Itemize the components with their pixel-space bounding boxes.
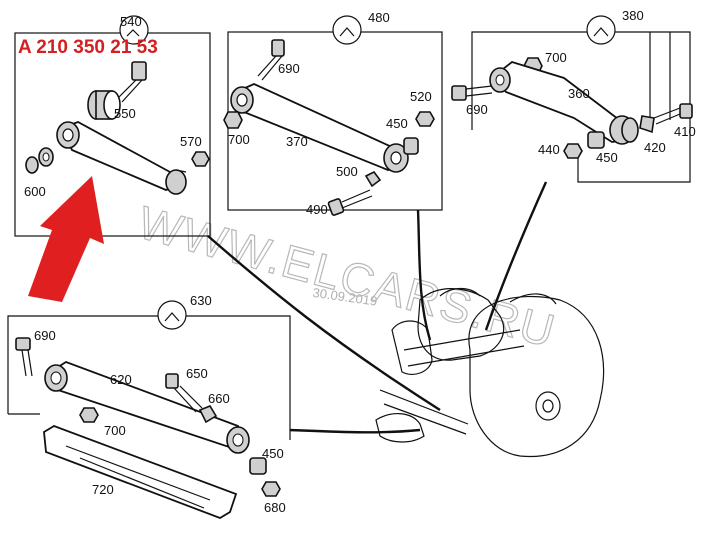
- label-410: 410: [674, 124, 696, 139]
- label-370: 370: [286, 134, 308, 149]
- control-arm-540: [56, 121, 187, 195]
- label-650: 650: [186, 366, 208, 381]
- nut-700: [223, 111, 243, 129]
- panel-630-frame: [7, 315, 291, 440]
- watermark: WWW.ELCARS.RU: [133, 196, 562, 357]
- bolt-490: [327, 189, 373, 216]
- wrench-icon: [126, 29, 140, 37]
- label-440: 440: [538, 142, 560, 157]
- label-700-r: 700: [545, 50, 567, 65]
- rear-axle-assembly: [375, 287, 605, 458]
- nut-680: [261, 481, 281, 497]
- bolt-650: [165, 373, 203, 413]
- label-700-b: 700: [104, 423, 126, 438]
- leader-380: [484, 181, 548, 331]
- control-arm-360: [489, 61, 639, 145]
- group-540-title: 540: [120, 14, 142, 29]
- label-450-b: 450: [262, 446, 284, 461]
- label-720: 720: [92, 482, 114, 497]
- label-420: 420: [644, 140, 666, 155]
- bolt-690: [257, 39, 285, 81]
- label-500: 500: [336, 164, 358, 179]
- panel-630: 630 690 620 650 660 700 450 680: [7, 293, 291, 519]
- label-660: 660: [208, 391, 230, 406]
- group-480-title: 480: [368, 10, 390, 25]
- group-480-badge: [332, 15, 362, 45]
- group-380-title: 380: [622, 8, 644, 23]
- leader-540: [207, 235, 441, 412]
- group-380-badge: [586, 15, 616, 45]
- protective-shield-720: [43, 425, 238, 519]
- wrench-icon: [593, 27, 609, 37]
- label-490: 490: [306, 202, 328, 217]
- nut-700-b: [79, 407, 99, 423]
- panel-540-frame: [14, 32, 211, 237]
- group-540-badge: [119, 15, 149, 45]
- label-600: 600: [24, 184, 46, 199]
- wrench-icon: [164, 312, 180, 322]
- control-arm-620: [44, 361, 250, 454]
- nut-520: [415, 111, 435, 127]
- label-690-b: 690: [34, 328, 56, 343]
- washer-660: [198, 405, 218, 424]
- nut-570: [191, 151, 210, 167]
- bolt-690-b: [15, 337, 33, 377]
- label-450: 450: [386, 116, 408, 131]
- wrench-icon: [339, 27, 355, 37]
- bushing-450-r: [587, 131, 605, 149]
- washer-500: [364, 170, 382, 188]
- label-690: 690: [278, 61, 300, 76]
- highlight-arrow: [28, 176, 104, 302]
- label-550: 550: [114, 106, 136, 121]
- bolt-690-r: [451, 85, 493, 101]
- bushing-550: [87, 90, 121, 120]
- label-520: 520: [410, 89, 432, 104]
- washer-600: [25, 147, 54, 174]
- panel-480: 480 690 370 700 520 450 500 490: [223, 10, 443, 217]
- bushing-450-b: [249, 457, 267, 475]
- label-360: 360: [568, 86, 590, 101]
- leader-630: [289, 428, 421, 434]
- label-680: 680: [264, 500, 286, 515]
- label-450-r: 450: [596, 150, 618, 165]
- panel-540: 540 550 570 600: [14, 14, 211, 237]
- control-arm-370: [230, 83, 409, 173]
- panel-380: 380 700 690 360 410 420 450 440: [451, 8, 696, 183]
- label-620: 620: [110, 372, 132, 387]
- leader-480: [416, 209, 432, 341]
- bolt-550-top: [117, 61, 147, 103]
- part-number: A 210 350 21 53: [18, 37, 158, 58]
- nut-440: [563, 143, 583, 159]
- group-630-badge: [157, 300, 187, 330]
- label-700: 700: [228, 132, 250, 147]
- label-690-r: 690: [466, 102, 488, 117]
- bushing-450: [403, 137, 419, 155]
- group-630-title: 630: [190, 293, 212, 308]
- label-570: 570: [180, 134, 202, 149]
- bolt-410: [639, 103, 693, 134]
